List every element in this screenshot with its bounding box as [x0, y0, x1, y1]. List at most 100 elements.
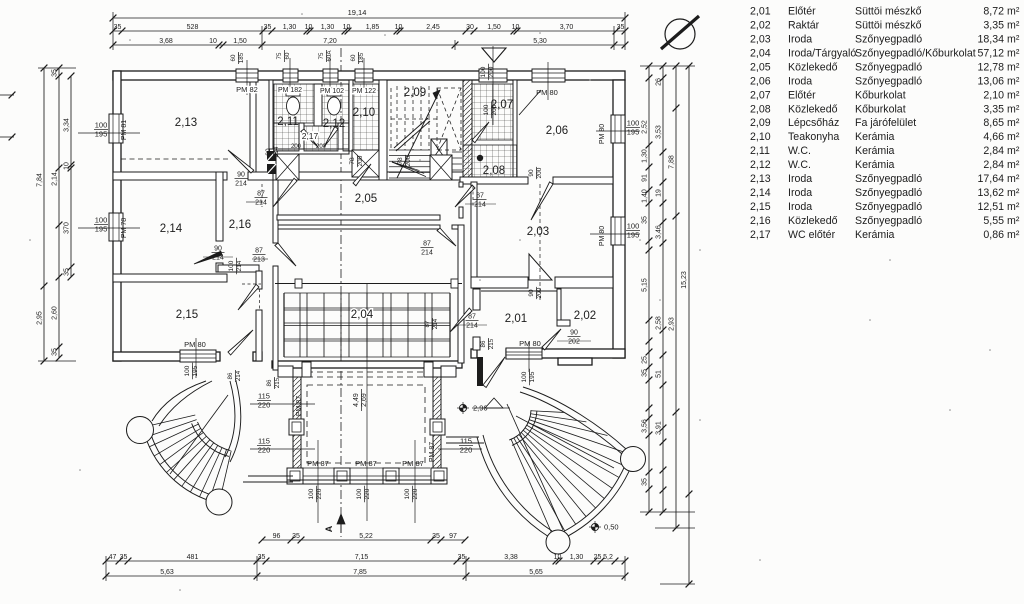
svg-text:100: 100 — [95, 121, 108, 130]
svg-text:Szőnyegpadló: Szőnyegpadló — [855, 34, 922, 46]
svg-text:26: 26 — [656, 78, 663, 86]
svg-text:4,66: 4,66 — [983, 131, 1004, 143]
svg-text:m²: m² — [1007, 61, 1020, 73]
svg-text:m²: m² — [1007, 201, 1020, 213]
svg-text:220: 220 — [364, 488, 371, 499]
svg-text:86: 86 — [480, 340, 487, 347]
svg-text:m²: m² — [1007, 215, 1020, 227]
svg-text:2,01: 2,01 — [505, 313, 527, 325]
svg-text:215: 215 — [274, 377, 281, 388]
svg-text:96: 96 — [273, 533, 281, 540]
svg-text:214: 214 — [255, 200, 267, 207]
svg-text:100: 100 — [480, 66, 487, 77]
svg-text:Raktár: Raktár — [788, 20, 820, 32]
svg-text:PM 122: PM 122 — [352, 88, 376, 95]
svg-text:12,51: 12,51 — [977, 201, 1004, 213]
svg-text:2,95: 2,95 — [37, 311, 44, 325]
svg-text:220: 220 — [258, 401, 271, 410]
svg-text:5,15: 5,15 — [642, 278, 649, 292]
svg-text:m²: m² — [1007, 187, 1020, 199]
svg-text:47: 47 — [109, 554, 117, 561]
svg-text:78: 78 — [397, 157, 404, 165]
svg-text:30: 30 — [466, 24, 474, 31]
svg-text:PM 81: PM 81 — [121, 120, 128, 140]
svg-text:2,10: 2,10 — [750, 131, 771, 143]
svg-text:1,50: 1,50 — [487, 24, 501, 31]
svg-text:2,15: 2,15 — [176, 309, 198, 321]
svg-text:35: 35 — [120, 554, 128, 561]
svg-text:2,12: 2,12 — [750, 159, 771, 171]
svg-text:2,08: 2,08 — [750, 103, 771, 115]
svg-text:3,35: 3,35 — [983, 20, 1004, 32]
svg-text:5,2: 5,2 — [603, 554, 613, 561]
svg-text:PM 87: PM 87 — [402, 459, 424, 468]
svg-text:100: 100 — [228, 260, 235, 271]
svg-text:Közlekedő: Közlekedő — [788, 215, 838, 227]
svg-text:214: 214 — [212, 255, 224, 262]
svg-text:90: 90 — [570, 330, 578, 337]
svg-text:220: 220 — [316, 488, 323, 499]
svg-text:Szőnyegpadló: Szőnyegpadló — [855, 173, 922, 185]
svg-text:Előtér: Előtér — [788, 89, 816, 101]
svg-text:220: 220 — [460, 446, 473, 455]
svg-text:90: 90 — [265, 148, 272, 156]
svg-text:202: 202 — [568, 339, 580, 346]
svg-text:87: 87 — [423, 241, 431, 248]
svg-text:2,12: 2,12 — [323, 118, 345, 130]
svg-text:A: A — [324, 525, 334, 532]
svg-text:0,50: 0,50 — [604, 523, 619, 532]
svg-text:2,16: 2,16 — [750, 215, 771, 227]
svg-text:Szőnyegpadló: Szőnyegpadló — [855, 187, 922, 199]
svg-text:10: 10 — [512, 24, 520, 31]
svg-text:2,04: 2,04 — [750, 47, 771, 59]
svg-text:Iroda: Iroda — [788, 34, 812, 46]
svg-text:Iroda/Tárgyaló: Iroda/Tárgyaló — [788, 47, 856, 59]
svg-text:214: 214 — [236, 260, 243, 271]
svg-text:195: 195 — [95, 225, 108, 234]
svg-text:35: 35 — [642, 369, 649, 377]
svg-text:2,01: 2,01 — [750, 6, 771, 18]
svg-text:200: 200 — [316, 144, 327, 150]
svg-text:m²: m² — [1007, 145, 1020, 157]
svg-text:2,15: 2,15 — [750, 201, 771, 213]
svg-text:PM 80: PM 80 — [599, 226, 606, 246]
svg-text:1,50: 1,50 — [233, 38, 247, 45]
svg-text:2,14: 2,14 — [750, 187, 771, 199]
svg-text:86: 86 — [266, 379, 273, 386]
svg-text:5,22: 5,22 — [359, 533, 373, 540]
svg-text:200: 200 — [405, 155, 412, 166]
svg-text:7,85: 7,85 — [353, 569, 367, 576]
svg-text:3,35: 3,35 — [983, 103, 1004, 115]
svg-text:195: 195 — [192, 365, 199, 376]
svg-text:90: 90 — [528, 289, 535, 297]
svg-text:60: 60 — [230, 54, 237, 61]
svg-text:528: 528 — [187, 24, 199, 31]
svg-text:185: 185 — [358, 52, 365, 63]
svg-text:Kőburkolat: Kőburkolat — [855, 103, 906, 115]
svg-text:75: 75 — [318, 52, 325, 59]
svg-text:25: 25 — [594, 554, 602, 561]
svg-text:35: 35 — [458, 554, 466, 561]
svg-text:Kerámia: Kerámia — [855, 159, 895, 171]
svg-text:1,30: 1,30 — [642, 149, 649, 163]
svg-text:Előtér: Előtér — [788, 6, 816, 18]
svg-text:W.C.: W.C. — [788, 145, 811, 157]
svg-text:3,68: 3,68 — [159, 38, 173, 45]
svg-text:Kerámia: Kerámia — [855, 145, 895, 157]
svg-text:2,13: 2,13 — [175, 117, 197, 129]
svg-text:Süttöi mészkő: Süttöi mészkő — [855, 6, 922, 18]
svg-text:2,69: 2,69 — [361, 393, 368, 407]
svg-text:m²: m² — [1007, 47, 1020, 59]
svg-text:213: 213 — [253, 257, 265, 264]
svg-text:m²: m² — [1007, 229, 1020, 241]
svg-text:214: 214 — [421, 250, 433, 257]
svg-text:5,65: 5,65 — [529, 569, 543, 576]
svg-text:2,06: 2,06 — [750, 75, 771, 87]
svg-text:15,23: 15,23 — [681, 271, 688, 289]
svg-text:m²: m² — [1007, 131, 1020, 143]
svg-text:200: 200 — [357, 155, 364, 166]
svg-text:10: 10 — [64, 162, 71, 170]
svg-text:35: 35 — [617, 24, 625, 31]
svg-text:1,85: 1,85 — [366, 24, 380, 31]
svg-text:100: 100 — [521, 371, 528, 382]
